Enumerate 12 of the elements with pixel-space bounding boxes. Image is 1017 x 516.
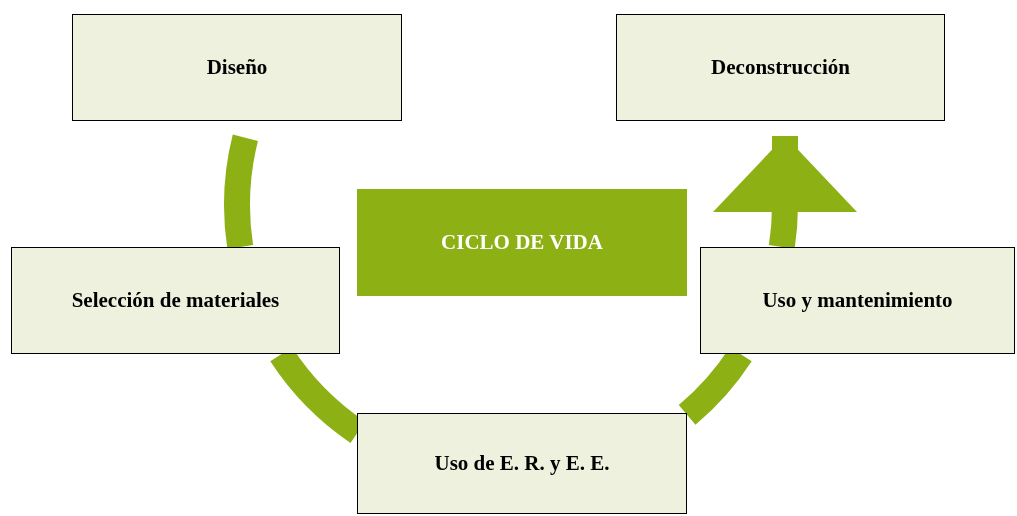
stage-box: [72, 14, 402, 121]
stage-label: Uso de E. R. y E. E.: [434, 449, 610, 477]
stage-box: [700, 247, 1015, 354]
stage-box: [11, 247, 340, 354]
stage-label: Uso y mantenimiento: [762, 286, 953, 314]
stage-box: [616, 14, 945, 121]
stage-label: Deconstrucción: [711, 53, 850, 81]
stage-label: Diseño: [206, 53, 268, 81]
stage-box: [357, 413, 687, 514]
stage-label: CICLO DE VIDA: [441, 228, 603, 256]
stage-label: Selección de materiales: [71, 286, 280, 314]
title-box: [357, 189, 687, 296]
